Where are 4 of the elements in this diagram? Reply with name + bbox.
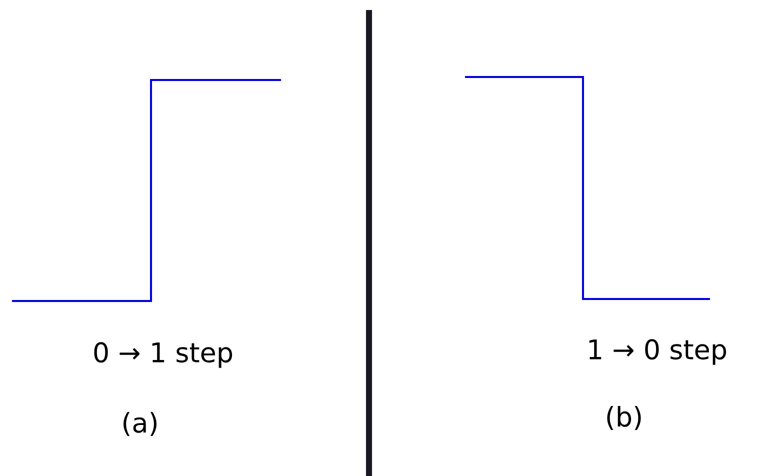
- step-caption: 1 → 0 step: [589, 339, 726, 365]
- step-caption: 0 → 1 step: [94, 342, 232, 368]
- panel-label: (a): [124, 412, 156, 436]
- panel-label: (b): [607, 406, 641, 430]
